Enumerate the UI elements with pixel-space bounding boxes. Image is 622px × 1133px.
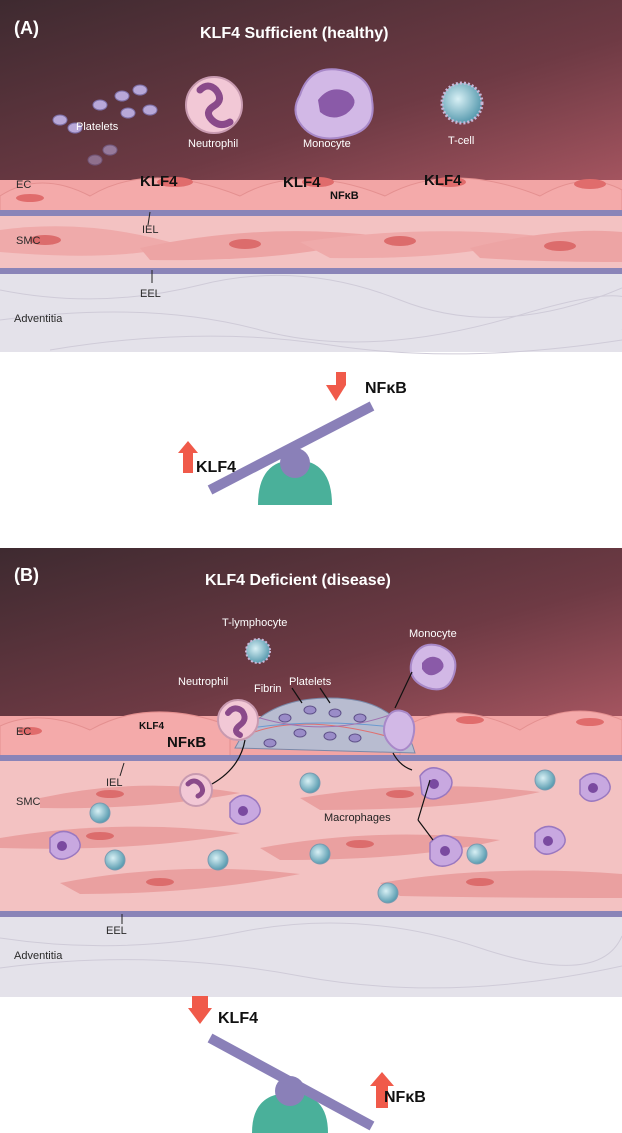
panel-b: (B) KLF4 Deficient (disease) T-lymphocyt…: [0, 548, 622, 1133]
fibrin-label: Fibrin: [254, 683, 282, 695]
panel-a-title: KLF4 Sufficient (healthy): [200, 25, 389, 42]
neutrophil-label: Neutrophil: [188, 138, 239, 150]
adventitia-layer: [0, 274, 622, 355]
neutrophil-cell: [217, 699, 259, 741]
panel-b-title: KLF4 Deficient (disease): [205, 572, 391, 589]
migration-arrows: [211, 671, 434, 841]
ec-label: EC: [16, 179, 32, 191]
balance-a-up-label: KLF4: [196, 459, 236, 476]
neutrophil-cell: [185, 76, 243, 134]
neutrophil-label: Neutrophil: [178, 676, 229, 688]
platelets-label: Platelets: [76, 121, 119, 133]
adventitia-layer: [0, 917, 622, 997]
balance-b-up-label: NFκB: [384, 1089, 426, 1106]
klf4-label-2: KLF4: [283, 174, 321, 191]
panel-a: (A) KLF4 Sufficient (healthy) Platelets …: [0, 0, 622, 510]
nfkb-label: NFκB: [330, 190, 359, 202]
platelets-cluster: [52, 84, 158, 166]
internal-elastic-lamina: [0, 210, 622, 216]
lumen-background: [0, 548, 622, 718]
eel-label: EEL: [106, 925, 127, 937]
endothelium-layer: [0, 177, 622, 213]
balance-seesaw-a: [178, 372, 375, 505]
t-cell-label: T-cell: [448, 135, 475, 147]
macrophages-label: Macrophages: [324, 812, 391, 824]
smc-label: SMC: [16, 235, 41, 247]
smooth-muscle-layer: [0, 761, 622, 911]
balance-b-down-label: KLF4: [218, 1010, 258, 1027]
adventitia-label: Adventitia: [14, 313, 63, 325]
panel-a-illustration: [0, 0, 622, 505]
smc-label: SMC: [16, 796, 41, 808]
monocyte-label: Monocyte: [409, 628, 457, 640]
external-elastic-lamina: [0, 268, 622, 274]
panel-b-letter: (B): [14, 565, 39, 585]
balance-a-down-label: NFκB: [365, 380, 407, 397]
t-lymphocyte-label: T-lymphocyte: [222, 617, 288, 629]
monocyte-cell: [294, 68, 374, 140]
eel-label: EEL: [140, 288, 161, 300]
internal-elastic-lamina: [0, 755, 622, 761]
adhering-monocyte: [383, 709, 416, 752]
ec-label: EC: [16, 726, 32, 738]
klf4-label: KLF4: [139, 721, 164, 732]
platelets-label: Platelets: [289, 676, 332, 688]
smooth-muscle-layer: [0, 216, 622, 268]
iel-leader-line: [147, 211, 151, 226]
monocyte-cell: [409, 643, 457, 691]
panel-b-illustration: [0, 548, 622, 1133]
iel-leader-line: [119, 762, 125, 777]
t-cell: [440, 81, 484, 125]
balance-seesaw-b: [188, 996, 394, 1133]
adventitia-label: Adventitia: [14, 950, 63, 962]
monocyte-label: Monocyte: [303, 138, 351, 150]
klf4-label-3: KLF4: [424, 172, 462, 189]
nfkb-label: NFκB: [167, 734, 207, 751]
iel-label: IEL: [142, 224, 159, 236]
iel-label: IEL: [106, 777, 123, 789]
panel-a-letter: (A): [14, 18, 39, 38]
external-elastic-lamina: [0, 911, 622, 917]
klf4-label-1: KLF4: [140, 173, 178, 190]
t-lymphocyte-cell: [245, 638, 271, 664]
